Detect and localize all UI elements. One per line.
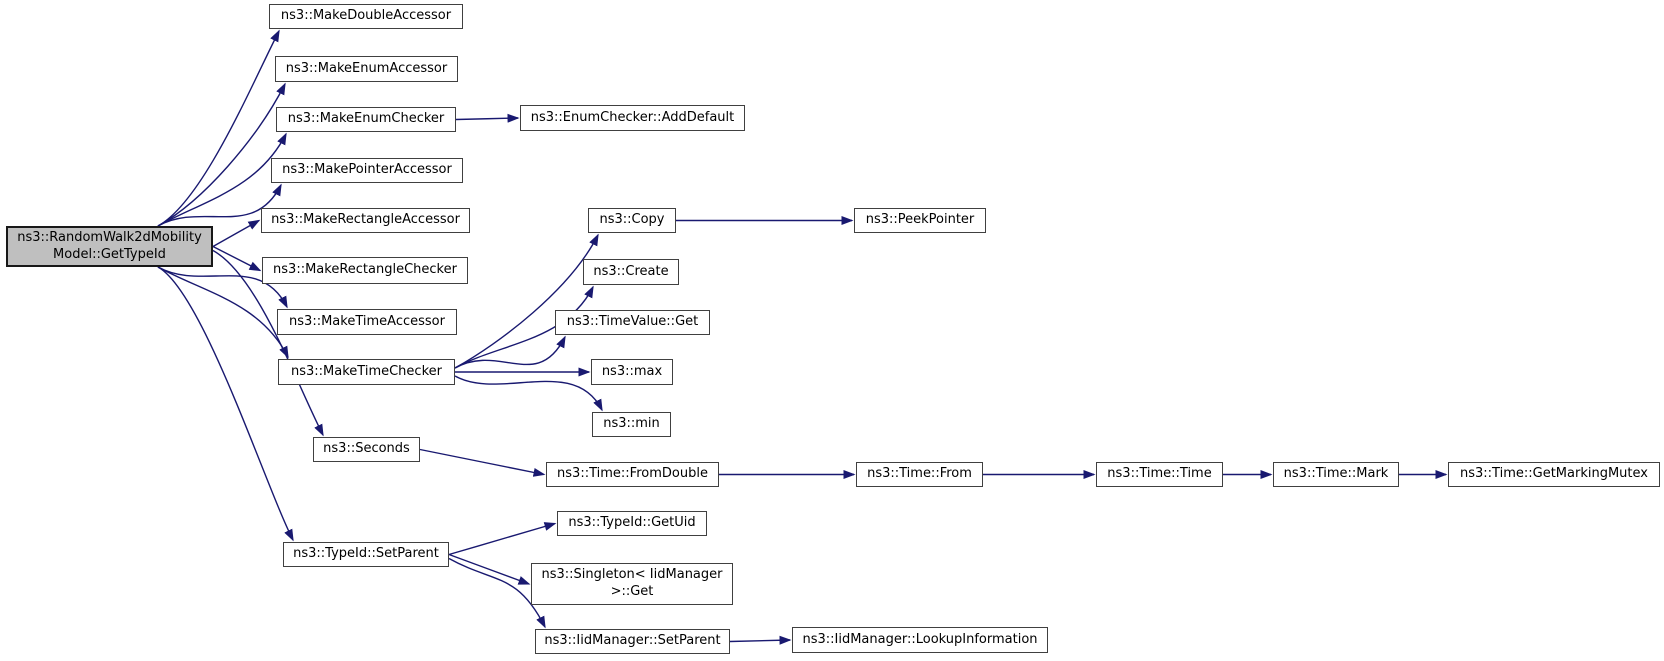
node-timeTime[interactable]: ns3::Time::Time (1096, 462, 1223, 487)
node-lookupInformation[interactable]: ns3::IidManager::LookupInformation (792, 627, 1048, 653)
node-makeEnumChecker[interactable]: ns3::MakeEnumChecker (276, 107, 456, 132)
edge-seconds-to-fromDouble (419, 448, 546, 477)
edge-makeTimeChecker-to-min (454, 375, 603, 412)
node-copy[interactable]: ns3::Copy (588, 208, 676, 233)
edge-getTypeId-to-makeDoubleAccessor (157, 29, 280, 227)
node-create[interactable]: ns3::Create (583, 259, 679, 285)
node-timeFrom[interactable]: ns3::Time::From (856, 462, 983, 487)
edge-getTypeId-to-makeEnumAccessor (157, 82, 286, 227)
node-addDefault[interactable]: ns3::EnumChecker::AddDefault (520, 105, 745, 131)
node-seconds[interactable]: ns3::Seconds (313, 437, 420, 462)
edge-typeIdSetParent-to-getUid (448, 522, 557, 556)
node-fromDouble[interactable]: ns3::Time::FromDouble (546, 462, 719, 487)
node-makeTimeAccessor[interactable]: ns3::MakeTimeAccessor (277, 309, 457, 335)
node-iidSetParent[interactable]: ns3::IidManager::SetParent (535, 629, 730, 654)
node-singletonGet[interactable]: ns3::Singleton< IidManager >::Get (531, 563, 733, 605)
edge-typeIdSetParent-to-singletonGet (448, 553, 531, 585)
node-getMarkingMutex[interactable]: ns3::Time::GetMarkingMutex (1448, 462, 1660, 487)
edge-iidSetParent-to-lookupInformation (729, 635, 792, 645)
node-makeEnumAccessor[interactable]: ns3::MakeEnumAccessor (275, 56, 458, 82)
edge-makeTimeChecker-to-timeValueGet (454, 335, 566, 369)
node-makePointerAccessor[interactable]: ns3::MakePointerAccessor (271, 158, 463, 183)
node-getTypeId: ns3::RandomWalk2dMobility Model::GetType… (6, 226, 213, 267)
edge-makeEnumChecker-to-addDefault (455, 113, 520, 123)
edge-makeTimeChecker-to-copy (454, 233, 599, 369)
node-min[interactable]: ns3::min (592, 412, 671, 437)
node-makeRectangleChecker[interactable]: ns3::MakeRectangleChecker (262, 257, 468, 284)
node-peekPointer[interactable]: ns3::PeekPointer (854, 208, 986, 233)
node-makeTimeChecker[interactable]: ns3::MakeTimeChecker (278, 359, 455, 385)
node-timeMark[interactable]: ns3::Time::Mark (1273, 462, 1399, 487)
edge-getTypeId-to-makeRectangleChecker (212, 245, 262, 272)
node-makeDoubleAccessor[interactable]: ns3::MakeDoubleAccessor (269, 4, 463, 29)
node-timeValueGet[interactable]: ns3::TimeValue::Get (555, 310, 710, 335)
edge-getTypeId-to-makeRectangleAccessor (212, 219, 261, 248)
node-makeRectangleAccessor[interactable]: ns3::MakeRectangleAccessor (261, 208, 470, 233)
node-typeIdSetParent[interactable]: ns3::TypeId::SetParent (283, 542, 449, 567)
edge-getTypeId-to-typeIdSetParent (157, 266, 294, 542)
node-max[interactable]: ns3::max (591, 359, 673, 385)
node-getUid[interactable]: ns3::TypeId::GetUid (557, 511, 707, 536)
